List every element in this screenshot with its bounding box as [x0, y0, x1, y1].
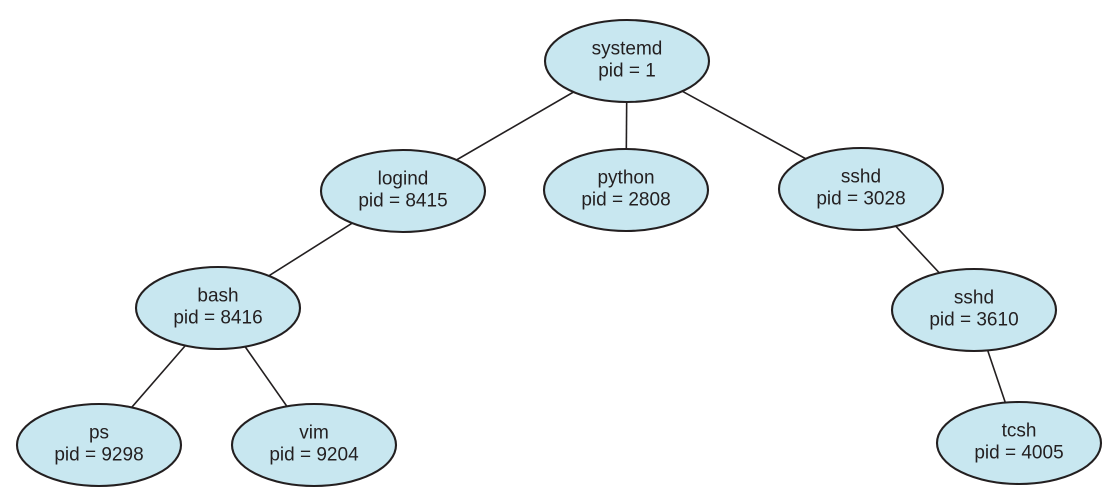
process-pid-label-ps-9298: pid = 9298 [54, 445, 143, 466]
process-ellipse-bash-8416 [134, 265, 302, 351]
process-pid-label-systemd-1: pid = 1 [598, 61, 656, 82]
process-pid-label-sshd-3610: pid = 3610 [929, 310, 1018, 331]
process-ellipse-sshd-3028 [777, 146, 945, 232]
process-pid-label-python-2808: pid = 2808 [581, 190, 670, 211]
process-pid-label-logind-8415: pid = 8415 [358, 191, 447, 212]
process-ellipse-systemd-1 [543, 18, 711, 104]
process-pid-label-sshd-3028: pid = 3028 [816, 189, 905, 210]
process-pid-label-tcsh-4005: pid = 4005 [974, 443, 1063, 464]
process-ellipse-vim-9204 [230, 402, 398, 488]
process-name-label-vim-9204: vim [299, 423, 329, 444]
process-ellipse-sshd-3610 [890, 267, 1058, 353]
process-pid-label-bash-8416: pid = 8416 [173, 308, 262, 329]
edges-layer [98, 60, 1020, 446]
process-ellipse-logind-8415 [319, 148, 487, 234]
process-name-label-bash-8416: bash [197, 286, 238, 307]
process-name-label-tcsh-4005: tcsh [1002, 421, 1037, 442]
process-name-label-logind-8415: logind [378, 169, 429, 190]
process-ellipse-ps-9298 [15, 402, 183, 488]
process-ellipse-tcsh-4005 [935, 400, 1103, 486]
process-name-label-ps-9298: ps [89, 423, 109, 444]
process-name-label-sshd-3610: sshd [954, 288, 994, 309]
process-name-label-systemd-1: systemd [592, 39, 663, 60]
process-pid-label-vim-9204: pid = 9204 [269, 445, 359, 466]
process-name-label-sshd-3028: sshd [841, 167, 881, 188]
process-ellipse-python-2808 [542, 147, 710, 233]
process-name-label-python-2808: python [597, 168, 654, 189]
